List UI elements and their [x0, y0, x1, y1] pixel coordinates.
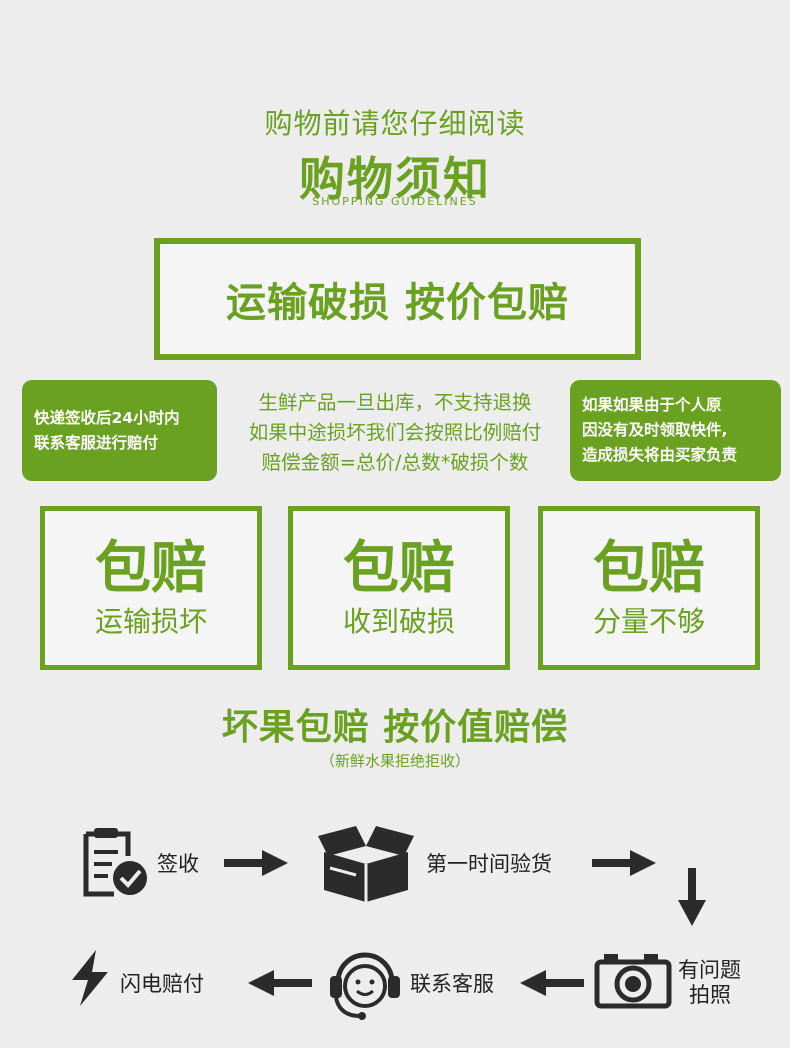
headline-box: 运输破损 按价包赔 [154, 238, 641, 360]
guarantee-title: 包赔 [95, 536, 207, 601]
step-photo: 有问题 拍照 [678, 958, 741, 1008]
step-sign: 签收 [157, 852, 199, 876]
camera-icon [594, 950, 672, 1010]
note-right: 如果如果由于个人原 因没有及时领取快件, 造成损失将由买家负责 [570, 380, 781, 481]
note-left: 快递签收后24小时内 联系客服进行赔付 [22, 380, 217, 481]
policy-line: 生鲜产品一旦出库，不支持退换 [258, 391, 532, 414]
headline-text: 运输破损 按价包赔 [226, 280, 569, 326]
guarantee-subtitle: 运输损坏 [94, 605, 207, 638]
arrow-left-icon [518, 968, 584, 998]
arrow-right-icon [592, 848, 658, 878]
step-compensate: 闪电赔付 [120, 972, 204, 996]
guarantee-subtitle: 收到破损 [342, 605, 455, 638]
page-subtitle: SHOPPING GUIDELINES [312, 195, 478, 208]
note-left-line: 联系客服进行赔付 [34, 433, 159, 452]
pre-title: 购物前请您仔细阅读 [264, 107, 526, 140]
bad-fruit-note: （新鲜水果拒绝拒收） [319, 752, 470, 770]
lightning-icon [68, 950, 112, 1006]
guarantee-box: 包赔 运输损坏 [40, 506, 262, 670]
note-left-line: 快递签收后24小时内 [34, 408, 180, 427]
arrow-down-icon [676, 868, 708, 928]
guarantee-title: 包赔 [343, 536, 455, 601]
policy-line: 赔偿金额=总价/总数*破损个数 [261, 451, 529, 474]
note-right-line: 造成损失将由买家负责 [582, 446, 738, 464]
bad-fruit-title: 坏果包赔 按价值赔偿 [221, 707, 569, 748]
step-photo-line: 拍照 [689, 983, 731, 1007]
guarantee-title: 包赔 [593, 536, 705, 601]
open-box-icon [316, 822, 416, 904]
guarantee-box: 包赔 分量不够 [538, 506, 760, 670]
headset-smile-icon [326, 944, 404, 1022]
note-right-line: 如果如果由于个人原 [582, 396, 722, 414]
page-title: 购物须知 [299, 152, 491, 206]
guarantee-box: 包赔 收到破损 [288, 506, 510, 670]
clipboard-check-icon [80, 826, 150, 898]
step-photo-line: 有问题 [678, 958, 741, 982]
step-inspect: 第一时间验货 [426, 852, 552, 876]
arrow-left-icon [246, 968, 312, 998]
policy-line: 如果中途损坏我们会按照比例赔付 [248, 421, 542, 444]
step-contact: 联系客服 [410, 972, 494, 996]
note-right-line: 因没有及时领取快件, [582, 421, 728, 439]
guarantee-subtitle: 分量不够 [592, 605, 705, 638]
policy-text: 生鲜产品一旦出库，不支持退换 如果中途损坏我们会按照比例赔付 赔偿金额=总价/总… [222, 388, 568, 478]
arrow-right-icon [224, 848, 290, 878]
